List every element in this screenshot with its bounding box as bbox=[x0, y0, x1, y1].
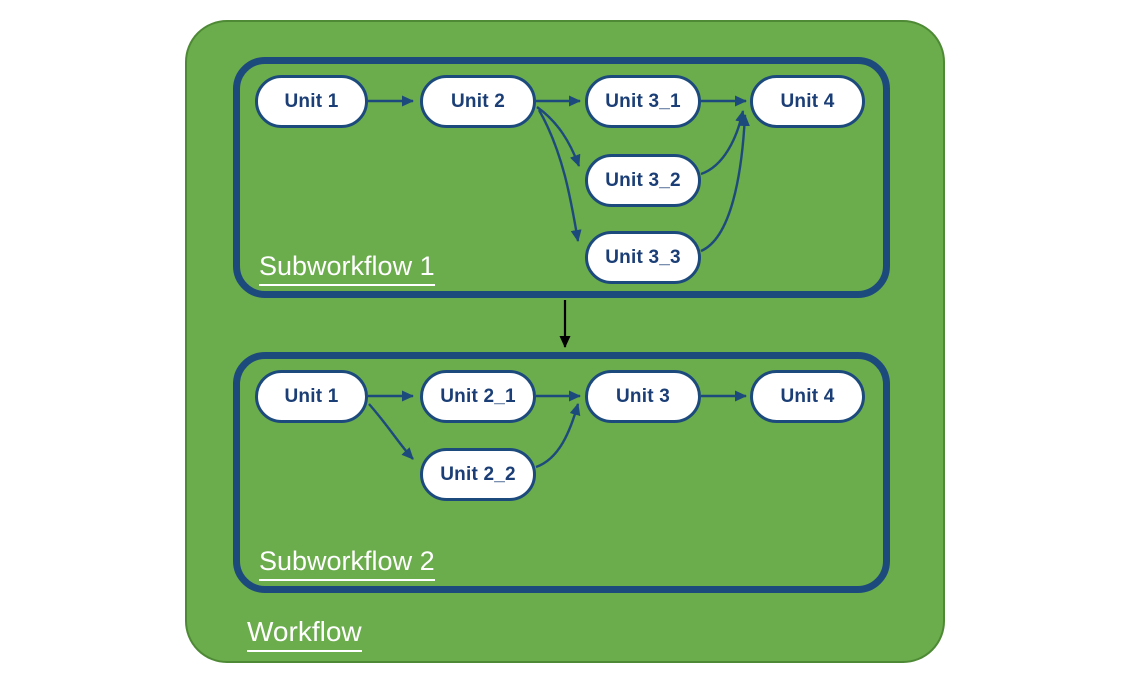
node-sw2-unit-4: Unit 4 bbox=[750, 370, 865, 423]
node-sw1-unit-1: Unit 1 bbox=[255, 75, 368, 128]
node-sw2-unit-2_1: Unit 2_1 bbox=[420, 370, 536, 423]
node-sw1-unit-3_2: Unit 3_2 bbox=[585, 154, 701, 207]
node-sw1-unit-4: Unit 4 bbox=[750, 75, 865, 128]
node-sw1-unit-2: Unit 2 bbox=[420, 75, 536, 128]
node-sw1-unit-3_3: Unit 3_3 bbox=[585, 231, 701, 284]
node-sw2-unit-3: Unit 3 bbox=[585, 370, 701, 423]
node-sw2-unit-2_2: Unit 2_2 bbox=[420, 448, 536, 501]
workflow-label: Workflow bbox=[247, 618, 362, 652]
subworkflow-1-label: Subworkflow 1 bbox=[259, 253, 435, 286]
subworkflow-2-label: Subworkflow 2 bbox=[259, 548, 435, 581]
node-sw1-unit-3_1: Unit 3_1 bbox=[585, 75, 701, 128]
subworkflow-2-container bbox=[233, 352, 890, 593]
subworkflow-1-container bbox=[233, 57, 890, 298]
node-sw2-unit-1: Unit 1 bbox=[255, 370, 368, 423]
